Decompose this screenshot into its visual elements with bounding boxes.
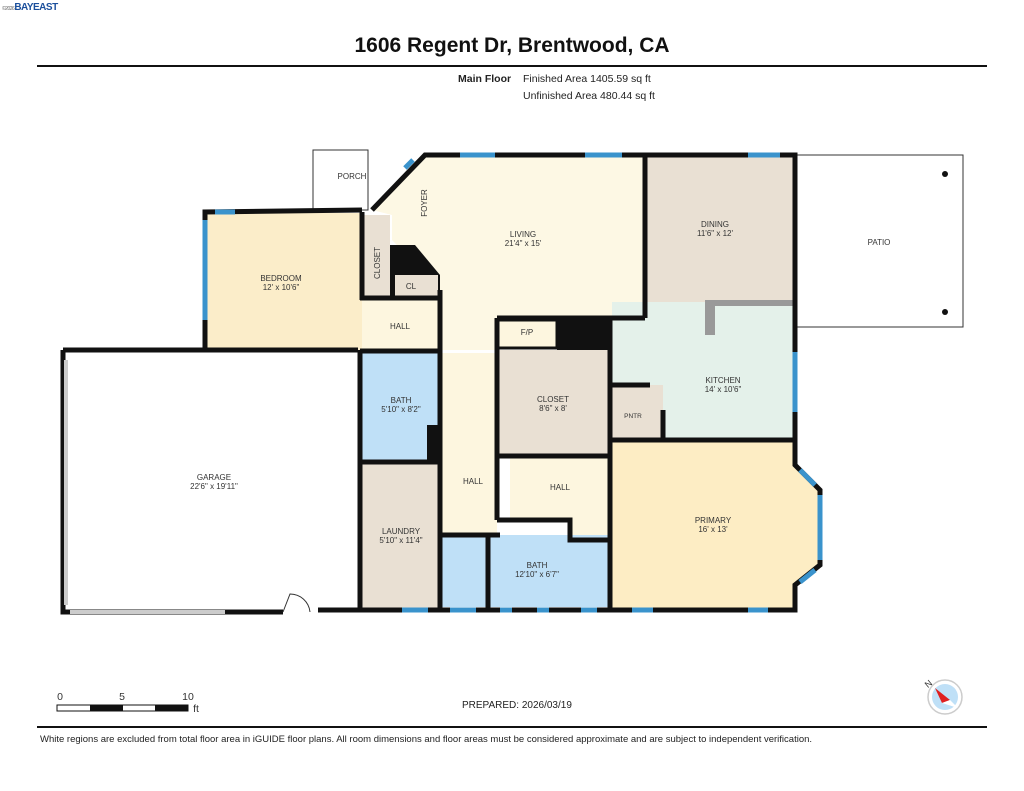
room-label: DINING	[701, 220, 729, 229]
room-label: BATH	[527, 561, 548, 570]
dining-area	[645, 155, 793, 305]
room-dims: 12'10" x 6'7"	[515, 570, 559, 579]
room-dims: 16' x 13'	[698, 525, 728, 534]
porch-area	[312, 149, 369, 211]
post	[942, 309, 948, 315]
prepared-date: PREPARED: 2026/03/19	[462, 700, 572, 711]
scale-unit: ft	[193, 703, 199, 715]
room-label: HALL	[390, 322, 411, 331]
room-dims: 5'10" x 8'2"	[381, 405, 421, 414]
room-dims: 8'6" x 8'	[539, 404, 567, 413]
scale-tick: 0	[57, 691, 63, 703]
wall-mass	[427, 425, 440, 462]
closet-area	[362, 215, 390, 298]
counter	[705, 300, 793, 306]
windows	[202, 152, 823, 613]
room-dims: 12' x 10'6"	[263, 283, 300, 292]
room-label: PATIO	[868, 238, 891, 247]
counter	[705, 300, 715, 335]
room-label: PRIMARY	[695, 516, 732, 525]
door-icon	[282, 593, 311, 613]
primary-area	[610, 440, 818, 608]
compass-icon: N	[923, 678, 963, 715]
room-label: CL	[406, 282, 417, 291]
room-dims: 5'10" x 11'4"	[379, 536, 422, 545]
room-label: HALL	[550, 483, 571, 492]
disclaimer: White regions are excluded from total fl…	[40, 734, 813, 745]
hall-area	[362, 300, 440, 350]
room-label: BEDROOM	[260, 274, 302, 283]
scale-bar: 0 5 10 ft	[56, 691, 199, 715]
room-label: F/P	[521, 328, 533, 337]
room-dims: 14' x 10'6"	[705, 385, 742, 394]
cl-area	[395, 275, 438, 298]
wall-mass	[557, 318, 612, 350]
bath-area	[440, 535, 610, 607]
room-label: BATH	[391, 396, 412, 405]
room-label: PORCH	[338, 172, 367, 181]
room-label: FOYER	[420, 189, 429, 217]
laundry-area	[362, 462, 440, 608]
room-label: LAUNDRY	[382, 527, 421, 536]
room-dims: 21'4" x 15'	[505, 239, 542, 248]
pntr-area	[612, 385, 663, 438]
hall-area	[440, 353, 497, 533]
logo-brand: BAYEAST	[14, 2, 58, 13]
page-title: 1606 Regent Dr, Brentwood, CA	[354, 34, 670, 57]
room-label: GARAGE	[197, 473, 231, 482]
post	[942, 171, 948, 177]
scale-tick: 10	[182, 691, 194, 703]
logo-copyright: ©2026	[2, 6, 15, 12]
room-label: LIVING	[510, 230, 536, 239]
room-label: CLOSET	[373, 247, 382, 279]
room-label: CLOSET	[537, 395, 569, 404]
divider	[37, 726, 987, 728]
room-label: KITCHEN	[705, 376, 740, 385]
compass-north: N	[923, 678, 934, 690]
walls	[60, 152, 823, 615]
closet-area	[497, 350, 610, 455]
room-dims: 11'6" x 12'	[697, 229, 733, 238]
unfinished-area: Unfinished Area 480.44 sq ft	[523, 90, 655, 102]
bayeast-logo: ©2026BAYEAST	[2, 2, 58, 13]
room-dims: 22'6" x 19'11"	[190, 482, 238, 491]
hall-area	[510, 458, 610, 518]
bedroom-area	[205, 213, 362, 350]
finished-area: Finished Area 1405.59 sq ft	[523, 73, 651, 85]
room-label: PNTR	[624, 413, 642, 420]
divider	[37, 65, 987, 67]
patio-area	[792, 154, 964, 328]
room-label: HALL	[463, 477, 484, 486]
floor-name: Main Floor	[458, 73, 512, 85]
scale-tick: 5	[119, 691, 125, 703]
